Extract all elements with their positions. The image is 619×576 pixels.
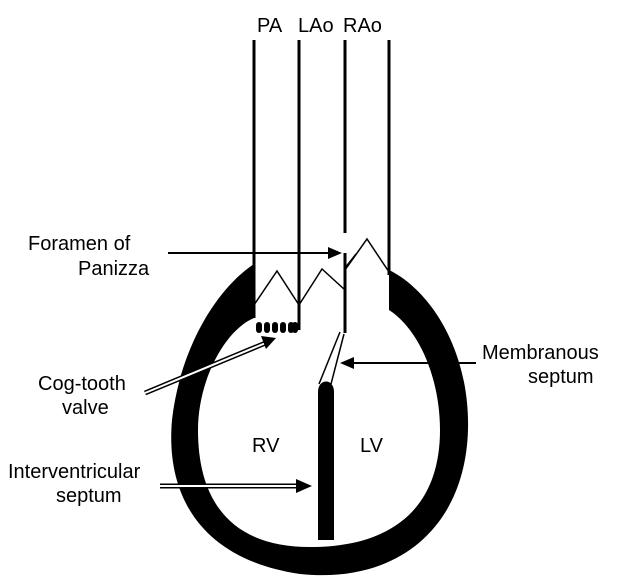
label-membranous-line2: septum	[528, 366, 594, 388]
label-lv: LV	[360, 435, 384, 457]
label-foramen-line1: Foramen of	[28, 233, 131, 255]
label-rv: RV	[252, 435, 280, 457]
interventricular-septum	[318, 382, 334, 541]
label-cogtooth-line2: valve	[62, 397, 109, 419]
cog-tooth-valve	[256, 322, 298, 333]
label-lao: LAo	[298, 15, 334, 37]
label-cogtooth-line1: Cog-tooth	[38, 373, 126, 395]
label-pa: PA	[257, 15, 283, 37]
membranous-septum-line-left	[319, 332, 340, 384]
rao-valve-stub	[345, 254, 356, 268]
label-rao: RAo	[343, 15, 382, 37]
pa-valve-leaflets	[254, 271, 299, 305]
label-interventricular-line2: septum	[56, 485, 122, 507]
lao-valve-leaflets	[299, 269, 345, 305]
label-membranous-line1: Membranous	[482, 342, 599, 364]
label-foramen-line2: Panizza	[78, 258, 150, 280]
rao-valve-leaflets	[345, 239, 389, 272]
membranous-septum-line-right	[331, 334, 344, 384]
label-interventricular-line1: Interventricular	[8, 461, 141, 483]
